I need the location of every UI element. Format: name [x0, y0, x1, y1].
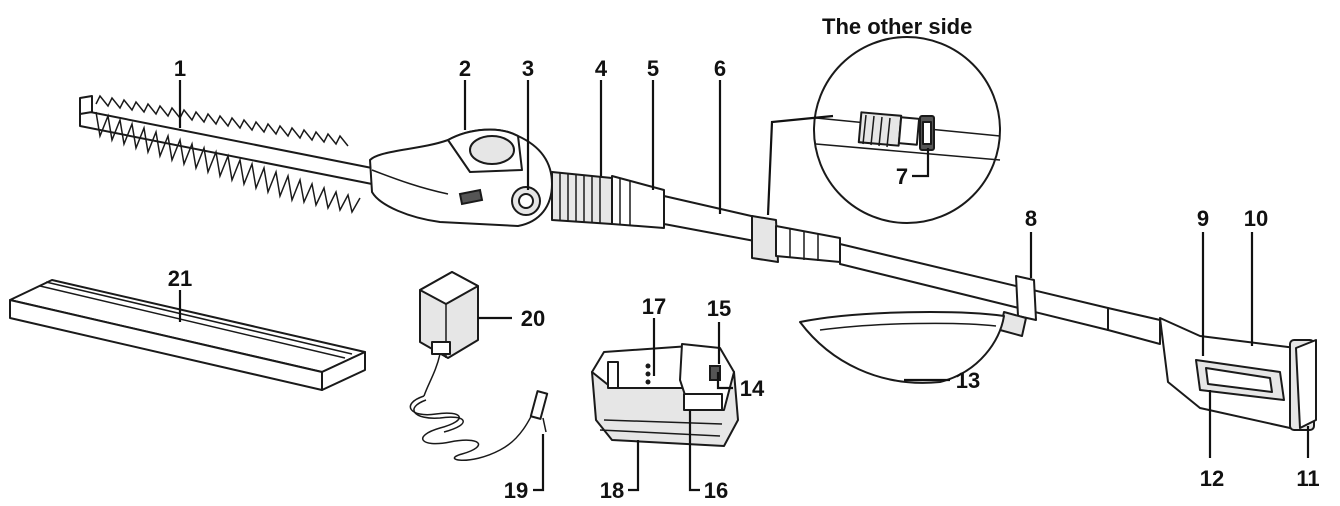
- callout-11: 11: [1296, 466, 1319, 491]
- callout-1: 1: [174, 56, 186, 81]
- cutting-blade: [79, 94, 373, 215]
- callout-7: 7: [896, 164, 908, 189]
- callout-8: 8: [1025, 206, 1037, 231]
- callout-19: 19: [504, 478, 528, 503]
- callout-6: 6: [714, 56, 726, 81]
- callout-5: 5: [647, 56, 659, 81]
- callout-10: 10: [1244, 206, 1268, 231]
- callout-18: 18: [600, 478, 624, 503]
- charger-cable: [409, 390, 549, 461]
- inset-title: The other side: [822, 14, 972, 39]
- callout-12: 12: [1200, 466, 1224, 491]
- callout-2: 2: [459, 56, 471, 81]
- callout-21: 21: [168, 266, 192, 291]
- leader-lines: [178, 80, 1310, 492]
- callout-13: 13: [956, 368, 980, 393]
- callout-labels: 1 2 3 4 5 6 7 8 9 10 11 12 13 14 15 16 1…: [168, 56, 1320, 503]
- callout-20: 20: [521, 306, 545, 331]
- inset-pointer-line: [766, 114, 834, 216]
- battery-pack: [591, 343, 739, 447]
- charger: [419, 271, 479, 397]
- callout-9: 9: [1197, 206, 1209, 231]
- callout-3: 3: [522, 56, 534, 81]
- callout-4: 4: [595, 56, 608, 81]
- callout-14: 14: [740, 376, 765, 401]
- blade-cover: [9, 279, 366, 391]
- shoulder-strap: [799, 275, 1037, 384]
- inset-detail-circle: [813, 36, 1001, 224]
- motor-head: [369, 128, 553, 227]
- callout-15: 15: [707, 296, 731, 321]
- callout-16: 16: [704, 478, 728, 503]
- callout-17: 17: [642, 294, 666, 319]
- rear-handle: [1107, 307, 1317, 431]
- grip-and-collar: [551, 171, 665, 229]
